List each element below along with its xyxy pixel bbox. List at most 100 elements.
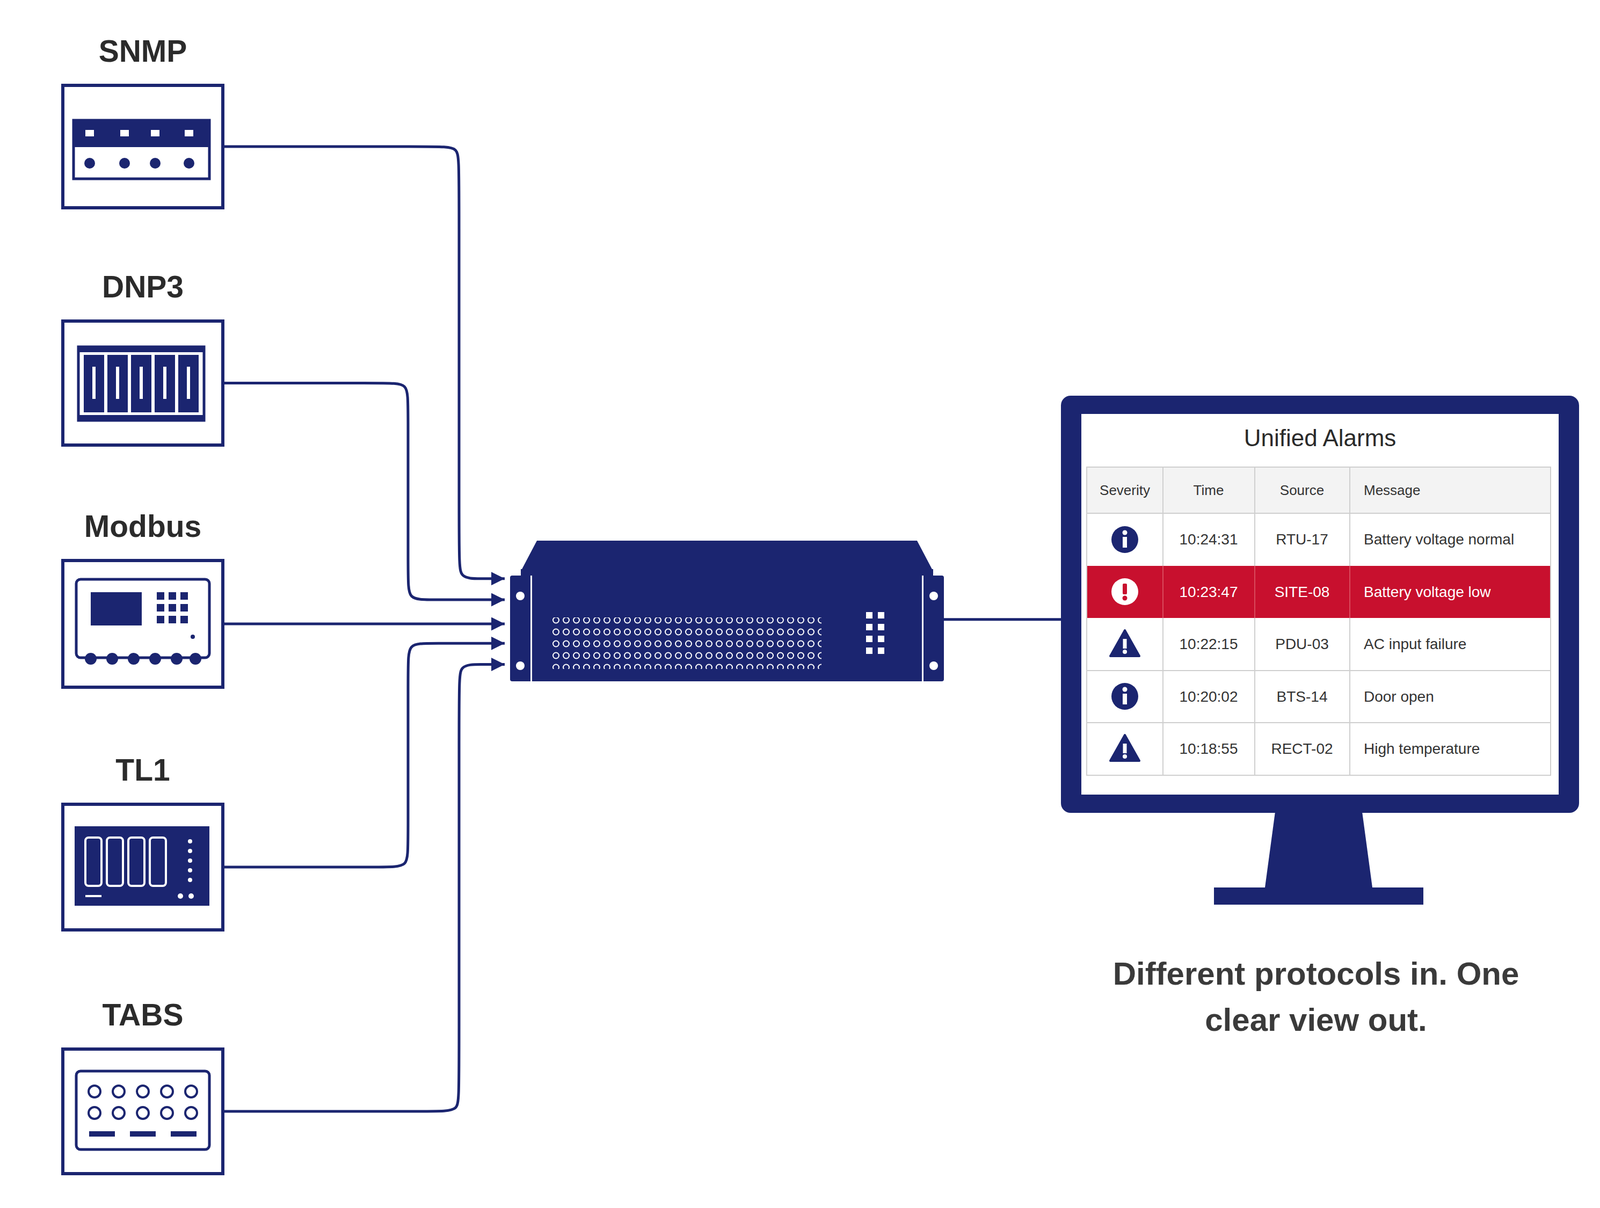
alarm-table <box>1086 467 1551 514</box>
modbus-meter <box>84 652 97 665</box>
alarm-hub <box>866 612 873 619</box>
signal-connector <box>224 146 505 579</box>
alarm-table <box>1349 617 1351 776</box>
dnp3-device <box>115 366 120 399</box>
alarm-hub <box>877 635 885 643</box>
modbus-meter <box>170 652 183 665</box>
warning-icon <box>1123 743 1127 754</box>
alarm-hub <box>520 540 934 572</box>
alarm-table <box>1254 467 1256 566</box>
alarm-time: 10:24:31 <box>1179 531 1239 549</box>
alarm-hub <box>515 591 525 601</box>
alarm-table <box>1162 467 1164 566</box>
snmp-device <box>149 157 161 169</box>
dnp3-device-box: DNP3 <box>61 319 225 447</box>
info-icon <box>1111 682 1139 710</box>
alarm-message: Door open <box>1363 688 1435 706</box>
alarm-message: Battery voltage normal <box>1363 531 1515 549</box>
protocol-heading: TABS <box>102 997 184 1033</box>
alarm-hub <box>866 635 873 643</box>
tabs-panel <box>136 1085 149 1098</box>
alarm-message: Battery voltage low <box>1363 583 1492 601</box>
modbus-meter <box>156 592 165 600</box>
alarm-table <box>1349 565 1351 618</box>
alarm-table <box>1254 617 1256 776</box>
tl1-shelf <box>187 877 193 883</box>
tl1-shelf <box>177 893 184 899</box>
critical-icon <box>1122 583 1127 595</box>
critical-icon <box>1122 595 1128 601</box>
signal-connector <box>224 664 505 1112</box>
tl1-shelf <box>187 839 193 844</box>
alarm-hub <box>866 623 873 631</box>
tl1-shelf <box>85 895 102 898</box>
dnp3-device <box>78 415 205 421</box>
modbus-meter <box>180 604 188 612</box>
alarm-table <box>1349 467 1351 566</box>
warning-icon <box>1123 638 1127 649</box>
modbus-meter <box>76 579 210 658</box>
snmp-device <box>84 157 96 169</box>
warning-icon <box>1110 735 1140 761</box>
tabs-panel <box>112 1085 125 1098</box>
alarm-source: PDU-03 <box>1275 635 1329 653</box>
alarm-hub <box>877 623 885 631</box>
alarm-table <box>1086 467 1551 776</box>
alarm-table <box>1086 565 1551 618</box>
signal-connector <box>224 643 505 868</box>
table-header: Severity <box>1099 482 1151 499</box>
info-icon <box>1111 526 1139 554</box>
alarm-time: 10:20:02 <box>1179 688 1239 706</box>
table-header: Time <box>1193 482 1225 499</box>
tl1-shelf <box>128 837 145 886</box>
tabs-panel <box>89 1131 115 1137</box>
tabs-device-box: TABS <box>61 1047 225 1176</box>
alarm-hub <box>510 540 944 682</box>
table-header: Source <box>1280 482 1325 499</box>
dnp3-device <box>178 354 199 413</box>
alarm-hub <box>530 575 533 682</box>
dnp3-device <box>154 354 176 413</box>
dnp3-device <box>83 354 105 413</box>
tabs-panel <box>88 1107 101 1119</box>
alarm-message: High temperature <box>1363 740 1480 758</box>
snmp-device <box>184 129 194 137</box>
monitor-stand <box>1213 811 1424 905</box>
snmp-device <box>150 129 160 137</box>
info-icon <box>1111 682 1139 710</box>
info-icon <box>1122 693 1127 705</box>
warning-icon <box>1110 630 1140 657</box>
alarm-hub <box>922 575 944 682</box>
dnp3-device <box>186 366 191 399</box>
tabs-panel <box>129 1131 156 1137</box>
modbus-meter <box>90 592 142 626</box>
dnp3-device <box>131 354 152 413</box>
tl1-shelf <box>188 893 194 899</box>
dnp3-device <box>92 366 96 399</box>
alarm-table <box>1086 722 1551 724</box>
critical-icon <box>1111 578 1139 606</box>
monitor-stand <box>1213 887 1424 905</box>
signal-connector <box>224 383 505 601</box>
signal-connector <box>224 622 505 626</box>
alarm-time: 10:23:47 <box>1179 583 1239 601</box>
tabs-panel <box>112 1107 125 1119</box>
warning-icon <box>1122 649 1127 654</box>
alarm-hub <box>550 617 822 669</box>
tl1-device-box: TL1 <box>61 802 225 932</box>
alarm-table <box>1086 512 1551 514</box>
modbus-meter <box>168 592 177 600</box>
alarm-hub <box>515 661 525 671</box>
modbus-meter <box>190 634 195 639</box>
alarm-source: RTU-17 <box>1275 531 1329 549</box>
dnp3-device <box>163 366 167 399</box>
warning-icon <box>1110 735 1140 761</box>
warning-icon <box>1122 754 1127 759</box>
tl1-shelf <box>74 826 210 906</box>
modbus-meter <box>168 615 177 624</box>
info-icon <box>1122 687 1128 693</box>
dnp3-device <box>78 346 205 421</box>
tabs-panel <box>161 1085 173 1098</box>
modbus-meter <box>180 592 188 600</box>
modbus-device-box: Modbus <box>61 558 225 689</box>
